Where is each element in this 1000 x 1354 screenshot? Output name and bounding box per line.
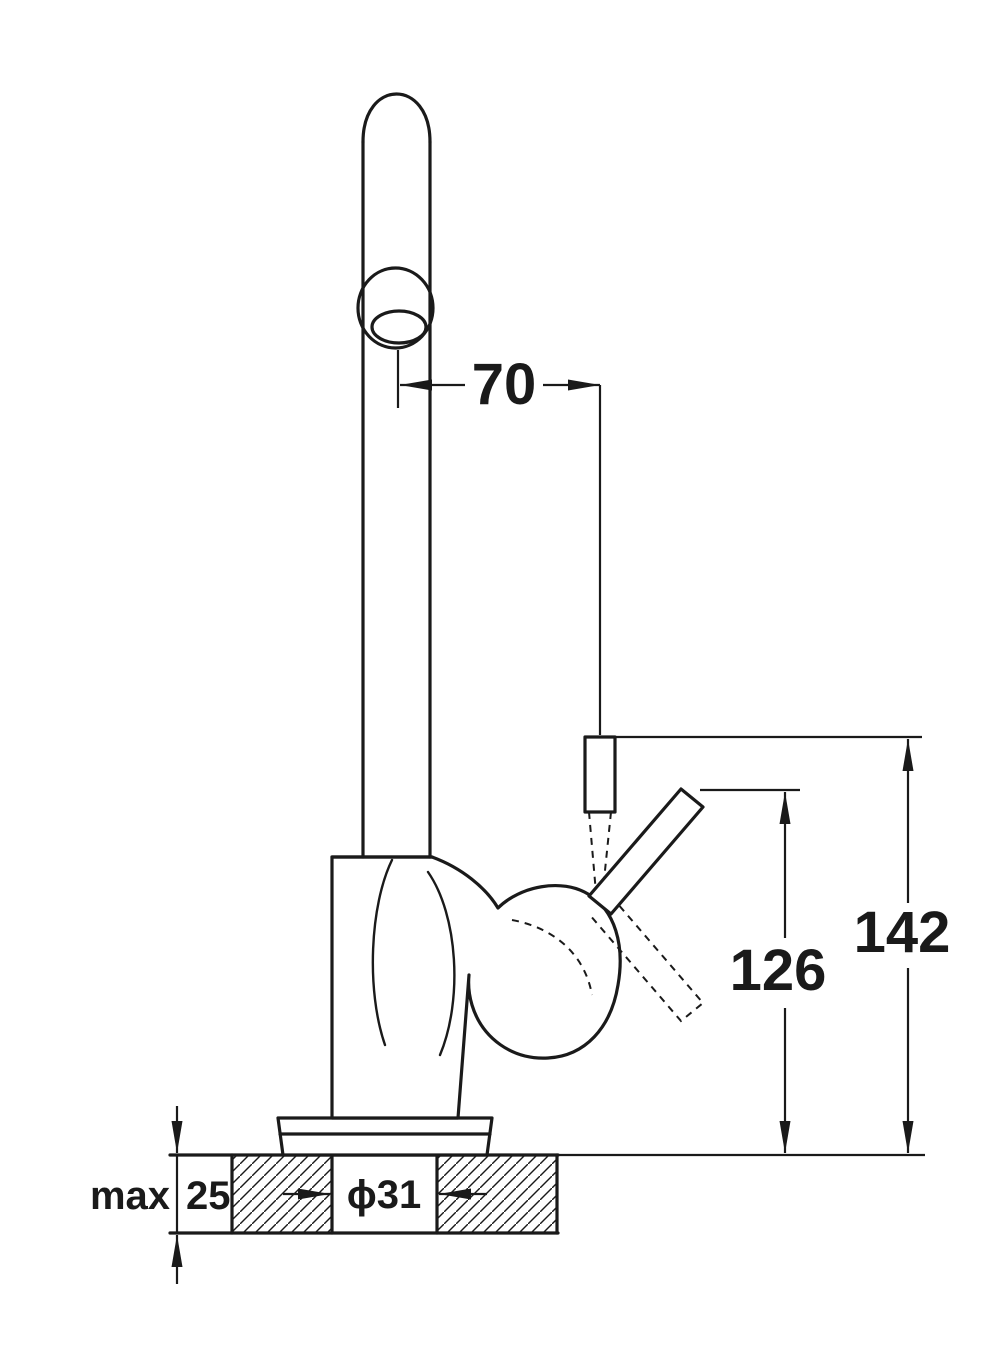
dim-126-label: 126 <box>730 938 827 1003</box>
dim-142-label: 142 <box>854 900 951 965</box>
dimension-overall-height: 142 <box>615 735 951 1153</box>
spout-outlet-outer-ellipse <box>356 266 435 350</box>
base-flange <box>276 1116 494 1157</box>
dimension-lever-height: 126 <box>700 788 827 1153</box>
lever-handle <box>587 787 705 916</box>
dim-max25-value-label: 25 <box>186 1174 231 1218</box>
lever-alternate-position <box>588 895 705 1023</box>
dim-70-label: 70 <box>472 352 537 417</box>
countertop-section <box>168 1153 925 1235</box>
dim-max25-prefix-label: max <box>90 1174 170 1218</box>
lever-tip-raised <box>583 735 617 814</box>
body-outline <box>330 855 622 1120</box>
faucet-body <box>330 855 622 1120</box>
hidden-cartridge-line <box>511 919 593 996</box>
spout-top-dome <box>361 92 432 144</box>
flange-outline <box>276 1116 494 1157</box>
spout-column <box>356 92 435 859</box>
body-curve-left <box>371 858 394 1047</box>
handle-assembly <box>583 735 705 1023</box>
spout-outlet-inner-ellipse <box>370 309 428 345</box>
dim-hole-diameter-label: ϕ31 <box>347 1173 421 1217</box>
body-curve-right <box>426 870 456 1057</box>
dimension-counter-thickness: max 25 <box>90 1106 231 1284</box>
dimension-hole-diameter: ϕ31 <box>283 1173 487 1217</box>
dimension-spout-reach: 70 <box>400 352 602 735</box>
